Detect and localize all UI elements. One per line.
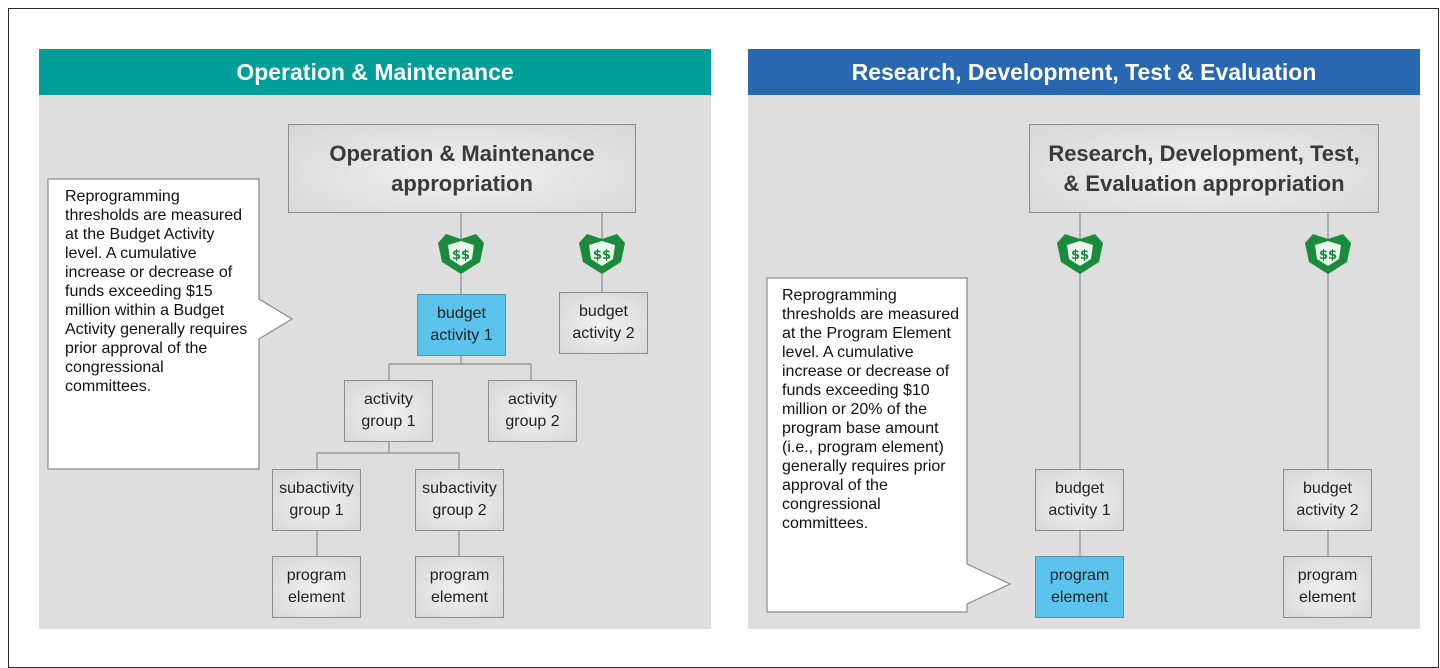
callout-bubble: [766, 277, 1012, 613]
svg-text:$$: $$: [593, 248, 611, 263]
om-program-element-node: program element: [272, 556, 361, 618]
panel-operation-maintenance: Operation & Maintenance Operation & Main…: [39, 49, 711, 629]
rdte-budget-activity-1-node: budget activity 1: [1035, 469, 1124, 531]
svg-text:$$: $$: [1319, 248, 1337, 263]
rdte-threshold-note: Reprogramming thresholds are measured at…: [782, 287, 959, 532]
om-budget-activity-1-node: budget activity 1: [417, 294, 506, 356]
svg-text:$$: $$: [1071, 248, 1089, 263]
money-bundle-icon: $$: [438, 234, 484, 274]
money-bundle-icon: $$: [1057, 234, 1103, 274]
money-bundle-icon: $$: [1305, 234, 1351, 274]
panel-title: Operation & Maintenance: [39, 49, 711, 95]
panel-rdte: Research, Development, Test & Evaluation…: [748, 49, 1420, 629]
connector-lines: [316, 213, 603, 556]
svg-text:$$: $$: [452, 248, 470, 263]
om-activity-group-1-node: activity group 1: [344, 380, 433, 442]
diagram-frame: Operation & Maintenance Operation & Main…: [8, 8, 1439, 668]
om-program-element-node: program element: [415, 556, 504, 618]
om-appropriation-node: Operation & Maintenance appropriation: [288, 124, 636, 213]
money-bundle-icon: $$: [579, 234, 625, 274]
om-threshold-note: Reprogramming thresholds are measured at…: [65, 188, 248, 395]
callout-bubble: [47, 178, 294, 470]
rdte-program-element-node: program element: [1035, 556, 1124, 618]
rdte-budget-activity-2-node: budget activity 2: [1283, 469, 1372, 531]
om-subactivity-group-1-node: subactivity group 1: [272, 469, 361, 531]
om-activity-group-2-node: activity group 2: [488, 380, 577, 442]
rdte-appropriation-node: Research, Development, Test, & Evaluatio…: [1029, 124, 1379, 213]
om-subactivity-group-2-node: subactivity group 2: [415, 469, 504, 531]
om-budget-activity-2-node: budget activity 2: [559, 292, 648, 354]
panel-title: Research, Development, Test & Evaluation: [748, 49, 1420, 95]
rdte-program-element-node: program element: [1283, 556, 1372, 618]
